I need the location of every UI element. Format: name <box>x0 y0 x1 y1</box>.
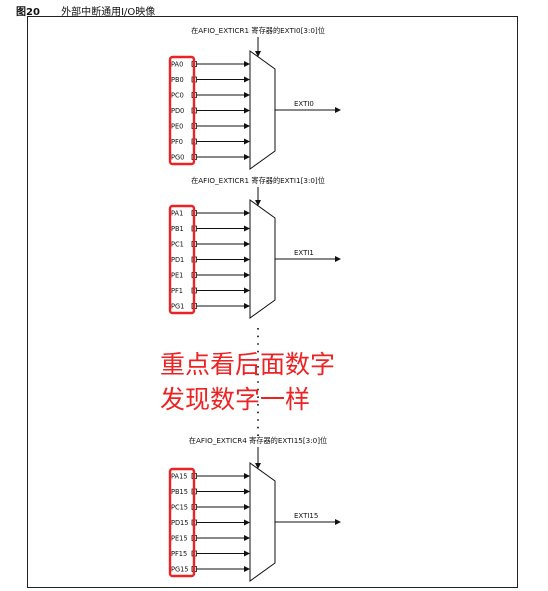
pin-label-pc0: PC0 <box>171 91 184 99</box>
pin-label-pf15: PF15 <box>171 550 187 558</box>
highlight-box <box>168 467 196 578</box>
pin-label-pb15: PB15 <box>171 488 188 496</box>
pin-label-pd0: PD0 <box>171 107 184 115</box>
output-label: EXTI0 <box>294 100 314 108</box>
multiplexer-shape <box>249 50 276 170</box>
pin-label-pa0: PA0 <box>171 60 183 68</box>
mux-group-0: 在AFIO_EXTICR1 寄存器的EXTI0[3:0]位 PA0PB0PC0PD… <box>168 26 341 170</box>
figure-caption: 图20 外部中断通用I/O映像 <box>16 3 155 18</box>
pin-label-pe1: PE1 <box>171 271 183 279</box>
pin-label-pb1: PB1 <box>171 225 184 233</box>
mux-group-2: 在AFIO_EXTICR4 寄存器的EXTI15[3:0]位 PA15PB15PC… <box>168 436 341 582</box>
pin-label-pb0: PB0 <box>171 76 184 84</box>
pin-label-pa15: PA15 <box>171 472 187 480</box>
pin-label-pg0: PG0 <box>171 153 184 161</box>
output-label: EXTI15 <box>294 512 318 520</box>
pin-label-pf0: PF0 <box>171 138 183 146</box>
pin-label-pc15: PC15 <box>171 503 188 511</box>
pin-label-pg15: PG15 <box>171 565 188 573</box>
register-label: 在AFIO_EXTICR1 寄存器的EXTI0[3:0]位 <box>191 26 325 35</box>
pin-label-pg1: PG1 <box>171 302 184 310</box>
multiplexer-shape <box>249 199 276 319</box>
figure-number: 图20 <box>16 7 40 18</box>
figure-title: 外部中断通用I/O映像 <box>61 7 156 18</box>
annotation-line-1: 重点看后面数字 <box>160 350 336 379</box>
pin-label-pa1: PA1 <box>171 209 183 217</box>
multiplexer-shape <box>249 462 276 582</box>
mux-group-1: 在AFIO_EXTICR1 寄存器的EXTI1[3:0]位 PA1PB1PC1PD… <box>168 176 341 319</box>
pin-label-pe15: PE15 <box>171 534 188 542</box>
figure-frame <box>27 16 518 588</box>
pin-label-pc1: PC1 <box>171 240 184 248</box>
pin-label-pf1: PF1 <box>171 287 183 295</box>
highlight-box <box>168 204 196 315</box>
highlight-box <box>168 55 196 166</box>
pin-label-pd1: PD1 <box>171 256 184 264</box>
pin-label-pd15: PD15 <box>171 519 188 527</box>
pin-label-pe0: PE0 <box>171 122 183 130</box>
register-label: 在AFIO_EXTICR4 寄存器的EXTI15[3:0]位 <box>189 436 327 445</box>
output-label: EXTI1 <box>294 249 314 257</box>
register-label: 在AFIO_EXTICR1 寄存器的EXTI1[3:0]位 <box>191 176 325 185</box>
annotation-line-2: 发现数字一样 <box>160 385 311 414</box>
